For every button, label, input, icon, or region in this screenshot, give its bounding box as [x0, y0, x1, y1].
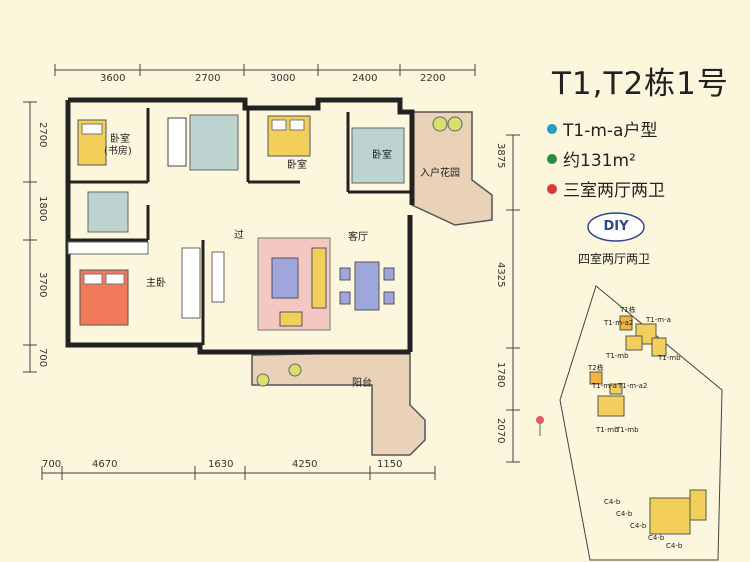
site-label-7: T1-mb [595, 426, 619, 434]
site-label-10: C4-b [616, 510, 633, 518]
room-label-bedroom3: 卧室 [372, 148, 392, 161]
blue-dot-icon [547, 123, 557, 134]
master-bed [79, 269, 129, 326]
site-label-6: T1-m-a2 [617, 382, 647, 390]
top-dim-1: 3600 [100, 73, 125, 84]
page-title: T1,T2栋1号 [552, 66, 729, 102]
bottom-dim-5: 1150 [377, 459, 402, 470]
info-row-unit-type: T1-m-a户型 [547, 116, 657, 141]
balcony-plants [256, 116, 463, 387]
right-dim-1: 3875 [495, 143, 506, 168]
right-dim-2: 4325 [495, 262, 506, 287]
room-label-bedroom1-note: (书房) [104, 144, 132, 157]
room-label-living: 客厅 [348, 230, 368, 243]
diy-subtitle: 四室两厅两卫 [578, 252, 651, 266]
info-area: 约131m² [563, 151, 636, 171]
t2-building-block [589, 371, 625, 417]
info-row-area: 约131m² [547, 146, 636, 171]
top-dim-4: 2400 [352, 73, 377, 84]
info-unit-type: T1-m-a户型 [563, 121, 658, 141]
bedroom1-bed [77, 119, 107, 166]
right-dim-4: 2070 [495, 418, 506, 443]
diy-badge-shape [587, 212, 645, 242]
room-label-garden: 入户花园 [420, 166, 460, 179]
bottom-dim-4: 4250 [292, 459, 317, 470]
site-label-1: T1-m-a2 [603, 319, 633, 327]
bedroom2-bed [267, 115, 311, 157]
bottom-dim-3: 1630 [208, 459, 233, 470]
left-dim-3: 3700 [37, 272, 48, 297]
right-dim-3: 1780 [495, 362, 506, 387]
left-dimension-line [23, 101, 37, 373]
c4-building-block [649, 489, 707, 535]
room-label-bedroom2: 卧室 [287, 158, 307, 171]
living-room-furniture [257, 237, 395, 331]
site-label-12: C4-b [648, 534, 665, 542]
outer-walls [65, 97, 415, 355]
inner-walls [68, 108, 412, 345]
bathroom-tiles [87, 114, 405, 233]
info-row-layout: 三室两厅两卫 [547, 176, 665, 201]
site-label-9: C4-b [604, 498, 621, 506]
site-building-t1: T1栋 [619, 305, 636, 314]
balcony-floor [251, 111, 493, 456]
site-label-8: T1-mb [615, 426, 639, 434]
bathtub [167, 117, 187, 167]
site-label-3: T1-mb [605, 352, 629, 360]
diy-badge: DIY [588, 212, 644, 242]
top-dim-5: 2200 [420, 73, 445, 84]
site-label-2: T1-m-a [645, 316, 671, 324]
bottom-dimension-line [41, 466, 436, 480]
site-label-11: C4-b [630, 522, 647, 530]
bottom-dim-2: 4670 [92, 459, 117, 470]
bottom-dim-1: 700 [42, 459, 61, 470]
room-label-bedroom1: 卧室 [110, 132, 130, 145]
flower-icon [536, 416, 544, 436]
room-label-master: 主卧 [146, 276, 166, 289]
diy-badge-text: DIY [603, 219, 629, 234]
top-dim-3: 3000 [270, 73, 295, 84]
red-dot-icon [547, 183, 557, 194]
green-dot-icon [547, 153, 557, 164]
info-layout: 三室两厅两卫 [563, 181, 665, 201]
t1-building-block [619, 315, 667, 357]
left-dim-4: 700 [37, 348, 48, 367]
wardrobe [67, 241, 225, 319]
top-dimension-line [54, 64, 476, 76]
top-dim-2: 2700 [195, 73, 220, 84]
site-map [559, 285, 723, 561]
site-building-t2: T2栋 [587, 363, 604, 372]
left-dim-2: 1800 [37, 196, 48, 221]
site-label-13: C4-b [666, 542, 683, 550]
site-label-4: T1-mb [657, 354, 681, 362]
right-dimension-line [506, 134, 520, 463]
left-dim-1: 2700 [37, 122, 48, 147]
room-label-corridor: 过 [234, 228, 244, 241]
room-label-balcony: 阳台 [352, 376, 372, 389]
site-label-5: T1-m-a [591, 382, 617, 390]
